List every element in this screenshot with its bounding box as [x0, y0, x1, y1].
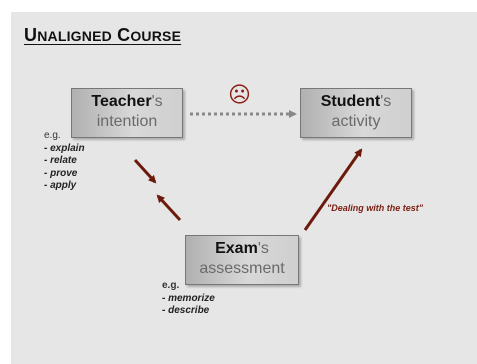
- title-letter-2: C: [117, 25, 131, 45]
- student-label: Student: [320, 93, 381, 110]
- teacher-examples: e.g. - explain - relate - prove - apply: [44, 130, 85, 193]
- example-item: - explain: [44, 142, 85, 154]
- teacher-intention-label: intention: [96, 113, 158, 130]
- frown-icon: ☹: [228, 83, 251, 108]
- example-item: - describe: [162, 305, 210, 316]
- title-word-1: NALIGNED: [37, 28, 112, 44]
- exam-label: Exam: [215, 240, 258, 257]
- page-title: UNALIGNED COURSE: [24, 25, 181, 46]
- exam-to-student-arrow: [303, 148, 363, 231]
- slide-background: [11, 12, 477, 364]
- student-activity-box: Student's activity: [300, 88, 412, 138]
- exam-assessment-box: Exam's assessment: [185, 235, 299, 285]
- teacher-suffix: 's: [151, 93, 163, 110]
- exam-to-teacher-arrow: [156, 194, 182, 222]
- example-item: - memorize: [162, 292, 215, 304]
- teacher-label: Teacher: [91, 93, 152, 110]
- dealing-with-test-quote: "Dealing with the test": [327, 203, 424, 213]
- student-activity-label: activity: [331, 113, 381, 130]
- teacher-intention-box: Teacher's intention: [71, 88, 183, 138]
- teacher-to-exam-arrow: [133, 158, 157, 184]
- example-item: - relate: [44, 155, 77, 166]
- title-letter-1: U: [24, 25, 38, 45]
- teacher-examples-prefix: e.g.: [44, 130, 61, 141]
- title-word-2: OURSE: [130, 28, 182, 44]
- student-suffix: 's: [380, 93, 392, 110]
- exam-suffix: 's: [257, 240, 269, 257]
- exam-examples-prefix: e.g.: [162, 280, 180, 291]
- example-item: - prove: [44, 167, 78, 179]
- exam-examples: e.g. - memorize - describe: [162, 280, 215, 318]
- example-item: - apply: [44, 180, 77, 191]
- exam-assessment-label: assessment: [199, 260, 285, 277]
